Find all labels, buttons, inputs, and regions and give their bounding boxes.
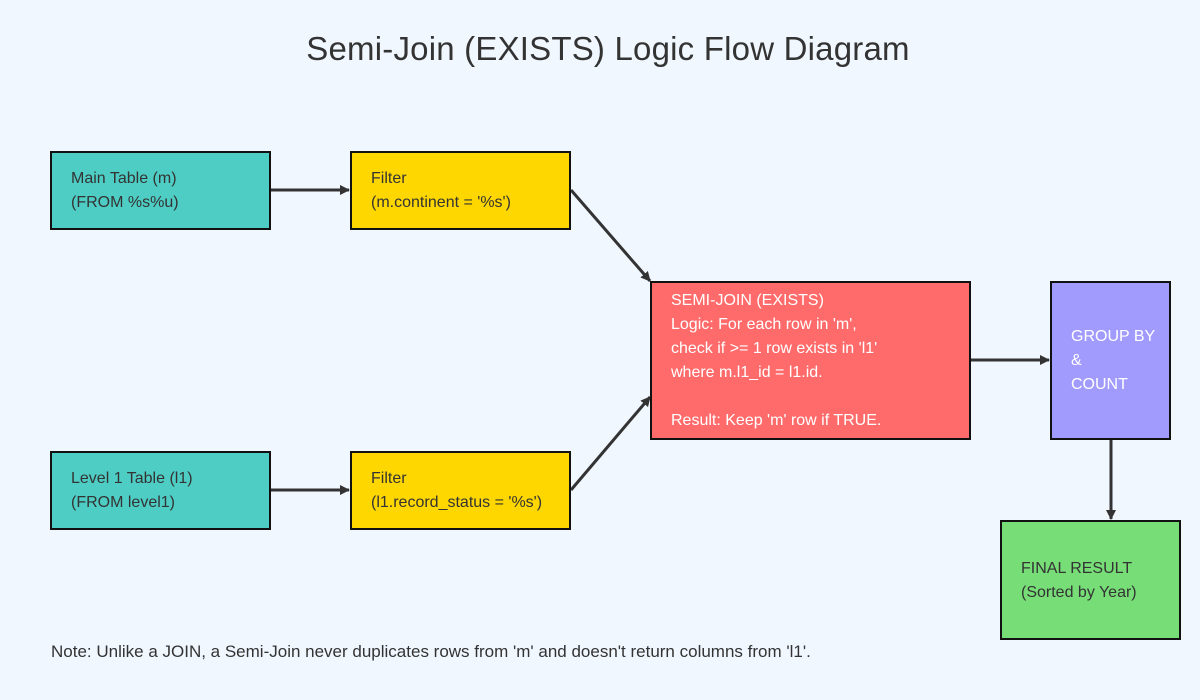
final-result-sort: (Sorted by Year) [1021,584,1137,601]
filter-continent-label: Filter [371,170,407,187]
semi-join-result: Result: Keep 'm' row if TRUE. [671,412,882,429]
filter-status-label: Filter [371,470,407,487]
group-count-line-1: GROUP BY [1071,328,1156,345]
diagram-title: Semi-Join (EXISTS) Logic Flow Diagram [306,30,910,67]
semi-join-node: SEMI-JOIN (EXISTS) Logic: For each row i… [650,281,971,440]
semi-join-logic-line-3: where m.l1_id = l1.id. [671,364,823,381]
group-count-node: GROUP BY & COUNT [1050,281,1171,440]
footnote: Note: Unlike a JOIN, a Semi-Join never d… [51,642,811,661]
level1-table-source: (FROM level1) [71,494,176,511]
semi-join-logic-line-2: check if >= 1 row exists in 'l1' [671,340,878,357]
arrow-filter-to-semijoin-top [569,189,652,282]
arrow-filter-to-semijoin-bottom [569,396,652,491]
level1-table-label: Level 1 Table (l1) [71,470,193,487]
filter-status-condition: (l1.record_status = '%s') [371,494,543,511]
semi-join-logic-line-1: Logic: For each row in 'm', [671,316,857,333]
semi-join-title: SEMI-JOIN (EXISTS) [671,292,824,309]
main-table-label: Main Table (m) [71,170,177,187]
filter-status-node: Filter (l1.record_status = '%s') [350,451,571,530]
semi-join-spacer [671,385,969,409]
level1-table-node: Level 1 Table (l1) (FROM level1) [50,451,271,530]
group-count-line-2: & [1071,352,1082,369]
filter-continent-node: Filter (m.continent = '%s') [350,151,571,230]
main-table-node: Main Table (m) (FROM %s%u) [50,151,271,230]
final-result-label: FINAL RESULT [1021,560,1133,577]
filter-continent-condition: (m.continent = '%s') [371,194,511,211]
main-table-source: (FROM %s%u) [71,194,179,211]
group-count-line-3: COUNT [1071,376,1128,393]
final-result-node: FINAL RESULT (Sorted by Year) [1000,520,1181,640]
